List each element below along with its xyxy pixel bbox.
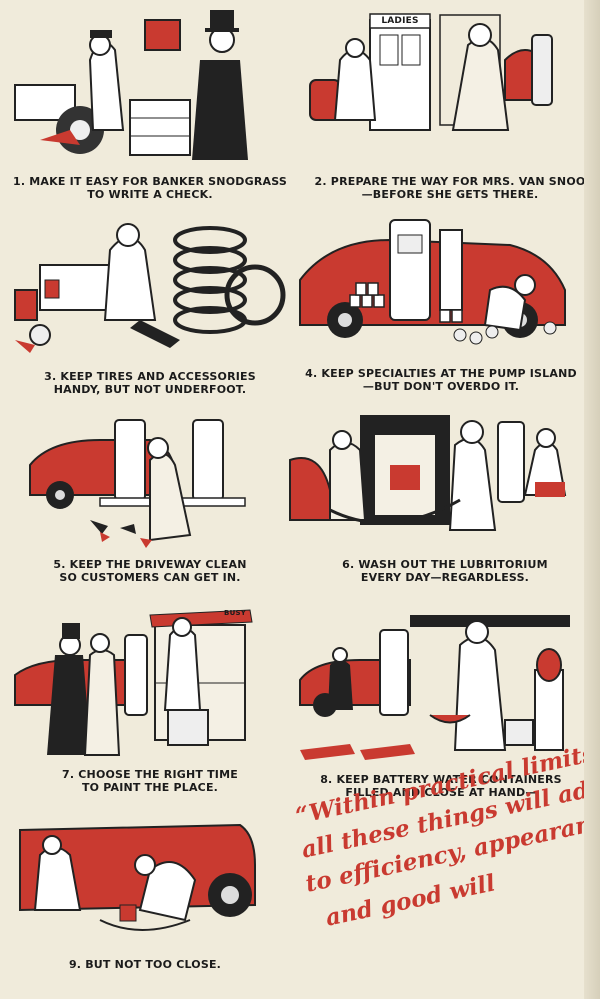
panel-1-caption: 1. MAKE IT EASY FOR BANKER SNODGRASS TO … [0, 175, 300, 201]
panel-4-illustration [299, 219, 566, 345]
panel-5-caption: 5. KEEP THE DRIVEWAY CLEAN SO CUSTOMERS … [0, 558, 300, 584]
handwritten-quote: “Within practical limits,” all these thi… [293, 735, 600, 990]
panel-9: 9. BUT NOT TOO CLOSE. [0, 810, 290, 995]
panel-2: LADIES 2. PREPARE THE WAY FOR MRS. VAN S… [300, 0, 600, 205]
panel-7-caption-line-1: 7. CHOOSE THE RIGHT TIME [62, 768, 238, 781]
panel-7-caption-line-2: TO PAINT THE PLACE. [81, 781, 219, 794]
panel-1-caption-line-1: 1. MAKE IT EASY FOR BANKER SNODGRASS [13, 175, 287, 188]
panel-2-illustration [309, 13, 553, 131]
panel-7-illustration [14, 609, 253, 756]
panel-2-sign: LADIES [381, 16, 419, 26]
panel-6-caption-line-1: 6. WASH OUT THE LUBRITORIUM [342, 558, 548, 571]
panel-6-caption-line-2: EVERY DAY—REGARDLESS. [360, 571, 530, 584]
panel-9-caption: 9. BUT NOT TOO CLOSE. [0, 958, 290, 971]
panel-3-caption-line-2: HANDY, BUT NOT UNDERFOOT. [53, 383, 247, 396]
panel-3-illustration [14, 223, 286, 353]
panel-5-illustration [29, 419, 246, 548]
panel-8-caption-line-1: 8. KEEP BATTERY WATER CONTAINERS [320, 773, 562, 786]
panel-3-caption: 3. KEEP TIRES AND ACCESSORIES HANDY, BUT… [0, 370, 300, 396]
panel-9-illustration [19, 823, 256, 931]
panel-4-caption: 4. KEEP SPECIALTIES AT THE PUMP ISLAND —… [286, 367, 596, 393]
page-edge-shadow [584, 0, 600, 999]
panel-6-illustration [289, 415, 567, 531]
panel-7-caption: 7. CHOOSE THE RIGHT TIME TO PAINT THE PL… [0, 768, 300, 794]
panel-4-caption-line-1: 4. KEEP SPECIALTIES AT THE PUMP ISLAND [305, 367, 577, 380]
panel-8-caption: 8. KEEP BATTERY WATER CONTAINERS FILLED … [286, 773, 596, 799]
panel-5-caption-line-1: 5. KEEP THE DRIVEWAY CLEAN [53, 558, 247, 571]
panel-4: 4. KEEP SPECIALTIES AT THE PUMP ISLAND —… [290, 210, 600, 400]
panel-6: 6. WASH OUT THE LUBRITORIUM EVERY DAY—RE… [289, 410, 600, 605]
panel-2-caption: 2. PREPARE THE WAY FOR MRS. VAN SNOO —BE… [300, 175, 600, 201]
panel-9-caption-line-1: 9. BUT NOT TOO CLOSE. [68, 958, 222, 971]
panel-3: 3. KEEP TIRES AND ACCESSORIES HANDY, BUT… [0, 210, 300, 400]
panel-8: 8. KEEP BATTERY WATER CONTAINERS FILLED … [290, 610, 600, 805]
panel-1-caption-line-2: TO WRITE A CHECK. [87, 188, 213, 201]
panel-5-caption-line-2: SO CUSTOMERS CAN GET IN. [59, 571, 241, 584]
panel-8-caption-line-2: FILLED AND CLOSE AT HAND— [345, 786, 537, 799]
panel-4-caption-line-2: —BUT DON'T OVERDO IT. [362, 380, 520, 393]
panel-6-caption: 6. WASH OUT THE LUBRITORIUM EVERY DAY—RE… [290, 558, 600, 584]
panel-7: BUSY 7. CHOOSE THE RIGHT TIME TO PAINT T… [0, 605, 300, 800]
panel-8-illustration [299, 615, 570, 760]
panel-7-sign: BUSY [224, 609, 246, 617]
panel-1: 1. MAKE IT EASY FOR BANKER SNODGRASS TO … [0, 0, 300, 205]
panel-3-caption-line-1: 3. KEEP TIRES AND ACCESSORIES [44, 370, 256, 383]
panel-1-illustration [14, 10, 248, 160]
panel-2-caption-line-1: 2. PREPARE THE WAY FOR MRS. VAN SNOO [314, 175, 586, 188]
panel-5: 5. KEEP THE DRIVEWAY CLEAN SO CUSTOMERS … [0, 410, 300, 605]
panel-2-caption-line-2: —BEFORE SHE GETS THERE. [361, 188, 539, 201]
